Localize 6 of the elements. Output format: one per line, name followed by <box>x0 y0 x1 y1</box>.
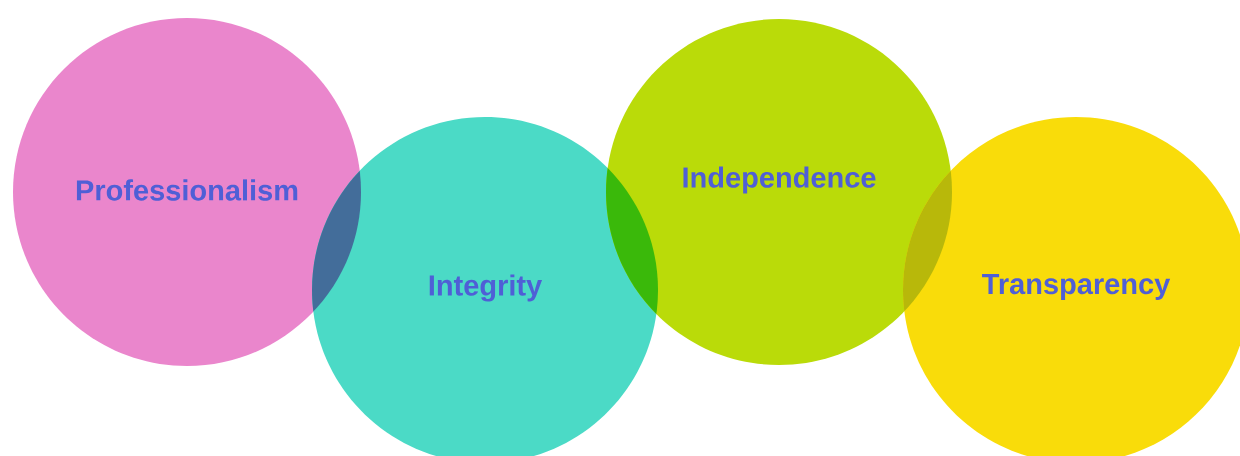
topic-circle <box>13 18 361 366</box>
circle-label: Integrity <box>429 274 543 302</box>
circle-label: Independence <box>683 166 876 194</box>
topic-circle <box>606 19 952 365</box>
circle-label: Professionalism <box>76 179 298 201</box>
circle-label: Transparency <box>982 274 1171 300</box>
